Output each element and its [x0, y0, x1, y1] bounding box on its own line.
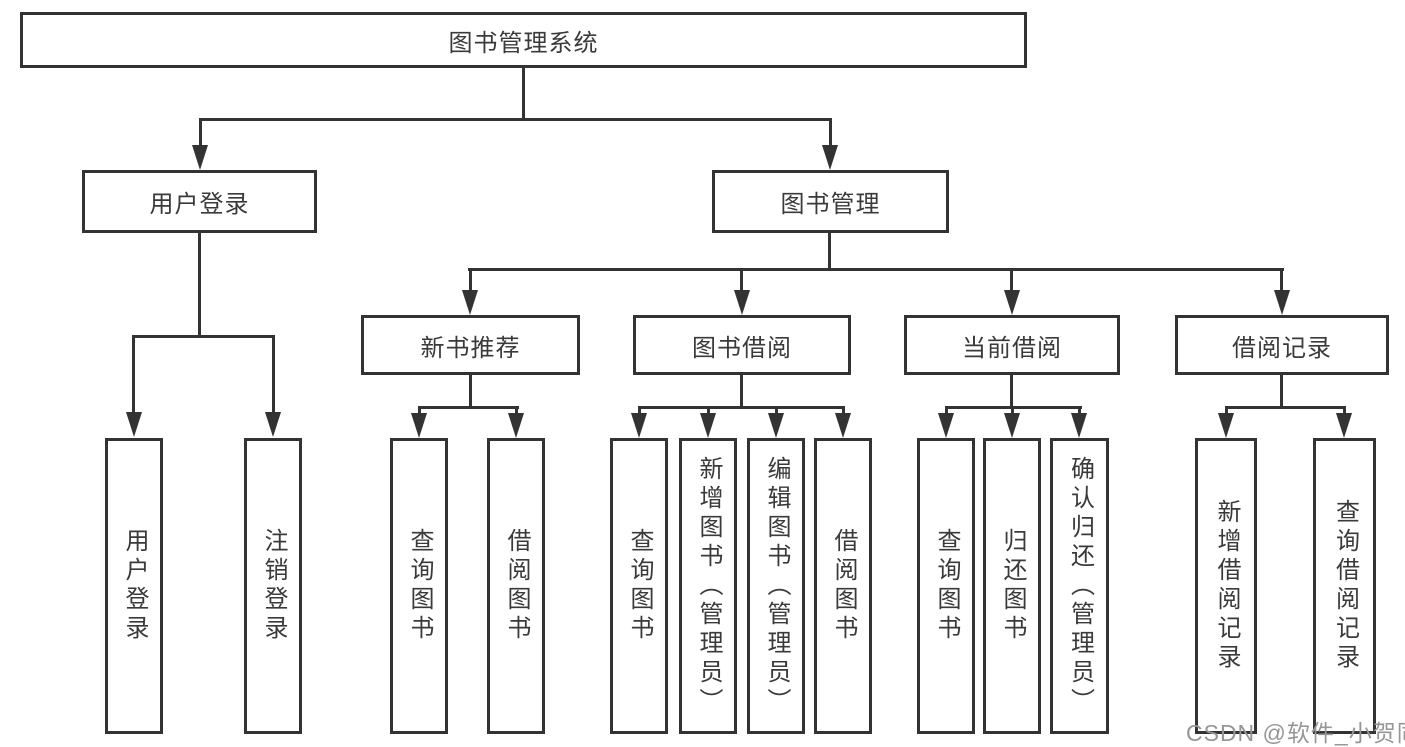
arrow-down [835, 413, 851, 438]
connector-line [522, 68, 525, 120]
arrow-down [1004, 290, 1020, 315]
connector-line [1010, 375, 1013, 406]
arrow-down [1336, 413, 1352, 438]
connector-line [1225, 406, 1228, 416]
arrow-down [631, 413, 647, 438]
connector-line [1010, 268, 1013, 293]
csdn-watermark: CSDN @软件_小贺同学 [1186, 720, 1405, 746]
node-borrowing-records: 借阅记录 [1175, 315, 1389, 375]
connector-line [1225, 406, 1346, 409]
leaf-logout: 注销登录 [244, 438, 302, 734]
arrow-down [265, 412, 281, 437]
connector-line [829, 118, 832, 148]
connector-line [707, 406, 710, 416]
node-book-management-system: 图书管理系统 [20, 12, 1027, 68]
connector-line [740, 375, 743, 406]
node-label: 查询图书 [933, 528, 960, 644]
node-label: 新增借阅记录 [1213, 499, 1240, 673]
connector-line [418, 406, 421, 416]
connector-line [469, 375, 472, 406]
arrow-down [192, 145, 208, 170]
arrow-down [1274, 290, 1290, 315]
arrow-down [938, 413, 954, 438]
arrow-down [734, 290, 750, 315]
arrow-down [1218, 413, 1234, 438]
leaf-query-books-borrowing: 查询图书 [610, 438, 668, 734]
node-label: 图书借阅 [692, 334, 792, 362]
node-label: 查询借阅记录 [1331, 499, 1359, 673]
leaf-borrow-books-recommend: 借阅图书 [487, 438, 545, 734]
leaf-add-books-admin: 新增图书（管理员） [679, 438, 737, 734]
arrow-down [768, 413, 784, 438]
leaf-borrow-books-borrowing: 借阅图书 [814, 438, 872, 734]
node-label: 借阅记录 [1232, 334, 1332, 362]
connector-line [638, 406, 641, 416]
connector-line [1011, 406, 1014, 416]
connector-line [418, 406, 519, 409]
leaf-query-books-current: 查询图书 [917, 438, 975, 734]
connector-line [468, 268, 1284, 271]
node-user-login-group: 用户登录 [82, 170, 317, 233]
connector-line [1280, 375, 1283, 406]
arrow-down [462, 290, 478, 315]
leaf-confirm-return-admin: 确认归还（管理员） [1050, 438, 1109, 734]
arrow-down [700, 413, 716, 438]
connector-line [775, 406, 778, 416]
connector-line [842, 406, 845, 416]
node-label: 注销登录 [260, 528, 287, 644]
connector-line [199, 118, 202, 148]
node-label: 查询图书 [626, 528, 653, 644]
leaf-query-books-recommend: 查询图书 [390, 438, 448, 734]
connector-line [1280, 268, 1283, 293]
connector-line [132, 335, 275, 338]
node-label: 借阅图书 [830, 528, 857, 644]
node-current-borrowing: 当前借阅 [904, 315, 1120, 375]
connector-line [828, 233, 831, 270]
arrow-down [1004, 413, 1020, 438]
connector-line [132, 335, 135, 412]
node-label: 新增图书（管理员） [695, 455, 722, 717]
node-book-management: 图书管理 [712, 170, 949, 233]
connector-line [1343, 406, 1346, 416]
node-label: 当前借阅 [962, 334, 1062, 362]
connector-line [740, 268, 743, 293]
leaf-add-borrow-record: 新增借阅记录 [1195, 438, 1257, 734]
node-label: 确认归还（管理员） [1066, 455, 1094, 717]
connector-line [945, 406, 948, 416]
connector-line [199, 118, 832, 121]
node-label: 借阅图书 [503, 528, 530, 644]
node-label: 图书管理系统 [448, 29, 599, 57]
arrow-down [508, 413, 524, 438]
arrow-down [822, 145, 838, 170]
leaf-edit-books-admin: 编辑图书（管理员） [747, 438, 805, 734]
node-label: 图书管理 [780, 191, 881, 218]
connector-line [1078, 406, 1081, 416]
node-label: 用户登录 [149, 191, 250, 218]
arrow-down [411, 413, 427, 438]
connector-line [638, 406, 845, 409]
connector-line [272, 335, 275, 412]
node-label: 归还图书 [999, 528, 1026, 644]
leaf-query-borrow-record: 查询借阅记录 [1313, 438, 1376, 734]
node-label: 新书推荐 [420, 334, 521, 362]
node-new-book-recommend: 新书推荐 [361, 315, 580, 375]
connector-line [198, 233, 201, 337]
connector-line [469, 268, 472, 293]
node-label: 编辑图书（管理员） [763, 455, 790, 717]
leaf-user-login: 用户登录 [105, 438, 163, 734]
connector-line [515, 406, 518, 416]
leaf-return-books: 归还图书 [983, 438, 1041, 734]
node-book-borrowing: 图书借阅 [633, 315, 851, 375]
arrow-down [1071, 413, 1087, 438]
node-label: 查询图书 [406, 528, 433, 644]
node-label: 用户登录 [121, 528, 148, 644]
arrow-down [126, 412, 142, 437]
